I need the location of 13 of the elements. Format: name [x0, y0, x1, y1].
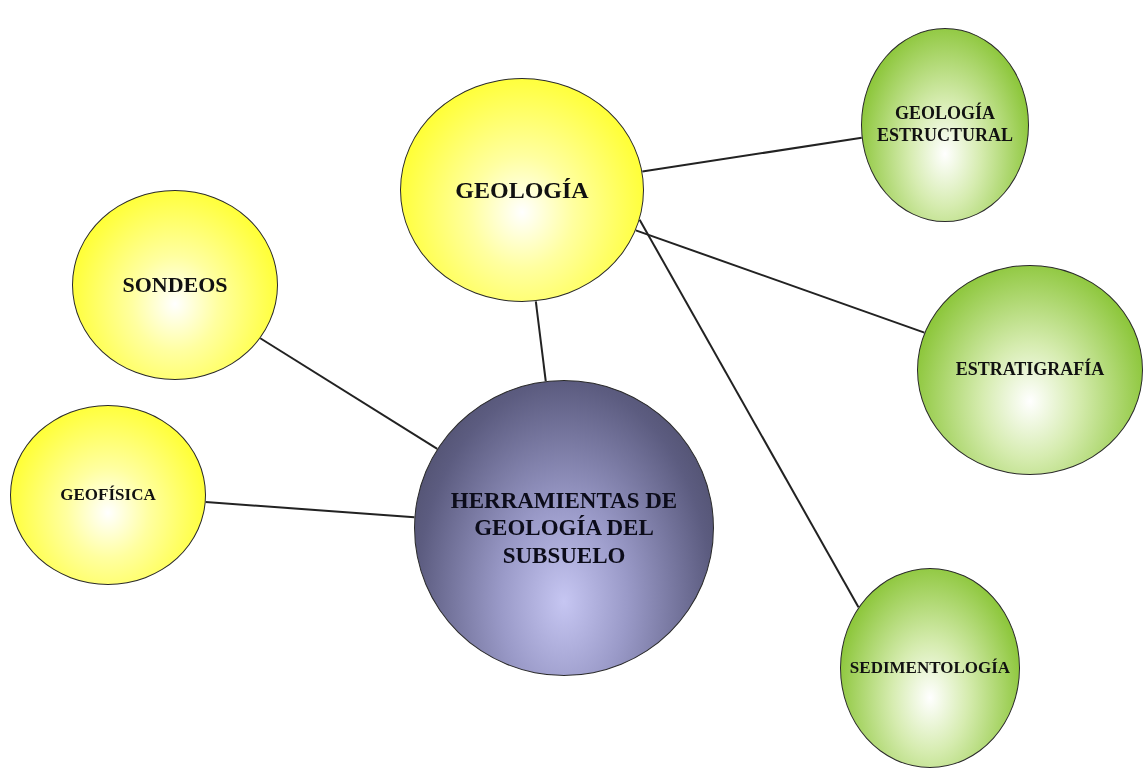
connector-line: [638, 218, 860, 609]
connector-line: [259, 337, 439, 450]
bubble-label: ESTRATIGRAFÍA: [955, 359, 1105, 381]
connector-line: [641, 136, 863, 173]
connector-line: [204, 501, 416, 519]
bubble-label: SEDIMENTOLOGÍA: [849, 657, 1011, 679]
bubble-label: GEOLOGÍA ESTRUCTURAL: [876, 103, 1014, 147]
bubble-label: GEOLOGÍA: [455, 175, 589, 205]
connector-line: [634, 229, 926, 334]
connector-line: [534, 300, 547, 383]
bubble-label: GEOFÍSICA: [60, 484, 156, 506]
bubble-label: HERRAMIENTAS DE GEOLOGÍA DEL SUBSUELO: [449, 486, 679, 570]
bubble-label: SONDEOS: [122, 271, 228, 299]
